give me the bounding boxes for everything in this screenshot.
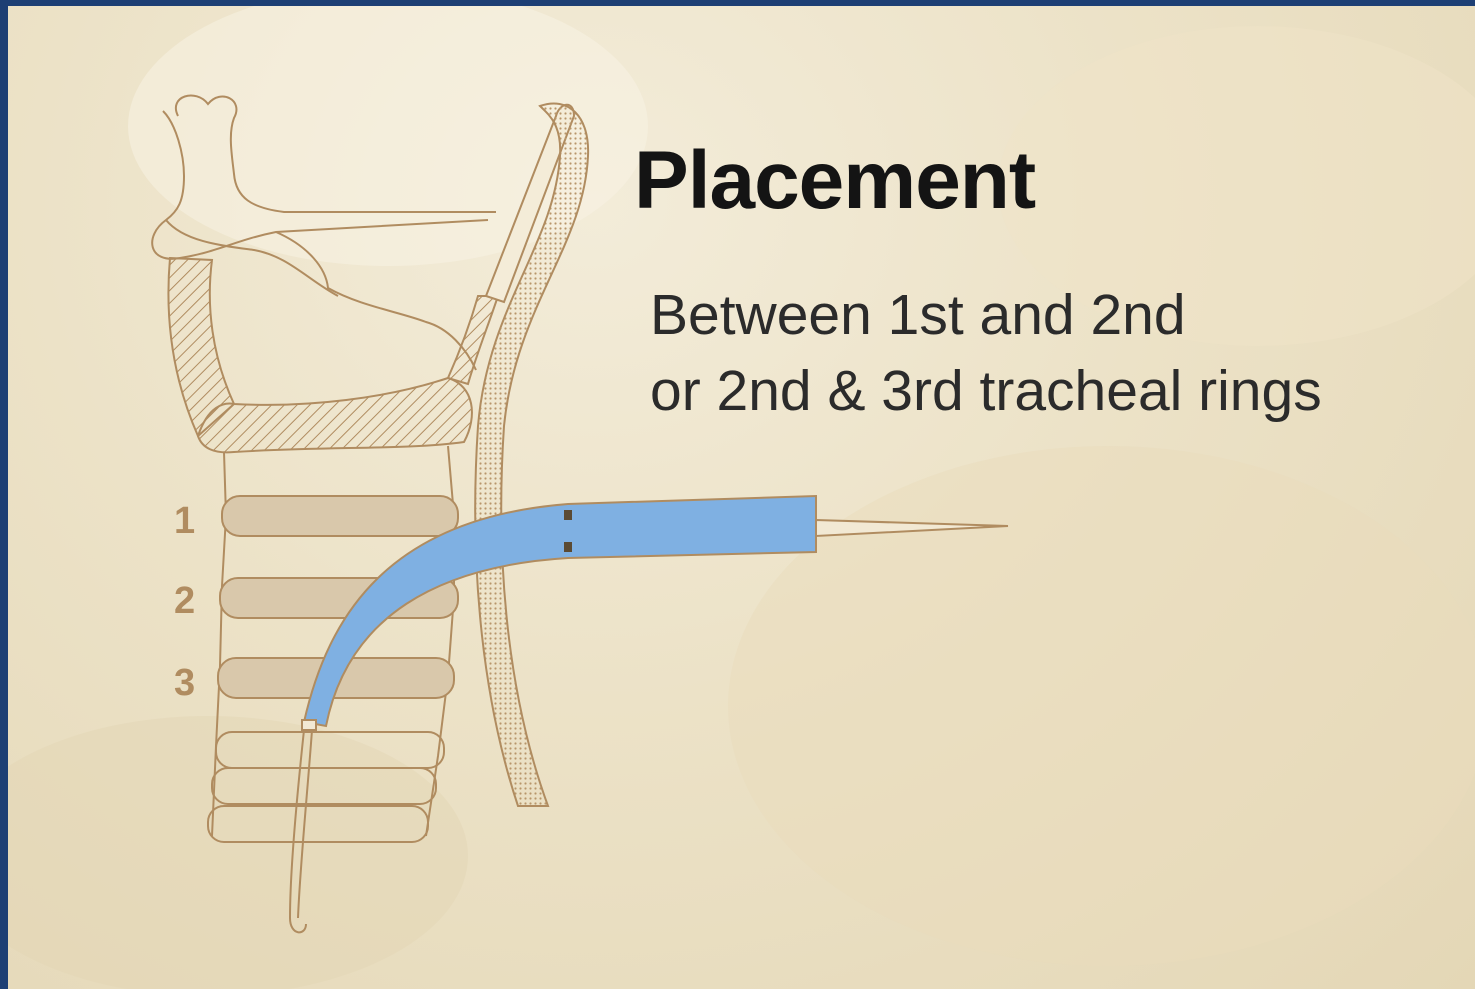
ring-label-3: 3 [174, 662, 195, 705]
slide-canvas: Placement Between 1st and 2nd or 2nd & 3… [8, 6, 1475, 989]
ring-label-1: 1 [174, 500, 195, 543]
tracheal-ring-1 [222, 496, 458, 536]
subtitle-line-2: or 2nd & 3rd tracheal rings [650, 358, 1322, 424]
cricoid-cartilage [198, 378, 472, 452]
thyroid-cartilage [168, 105, 574, 436]
ring-label-2: 2 [174, 580, 195, 623]
subtitle-line-1: Between 1st and 2nd [650, 282, 1186, 348]
slide-title: Placement [634, 134, 1035, 228]
needle [816, 520, 1008, 536]
guide-wire [290, 730, 312, 932]
lower-tracheal-rings [208, 732, 444, 842]
